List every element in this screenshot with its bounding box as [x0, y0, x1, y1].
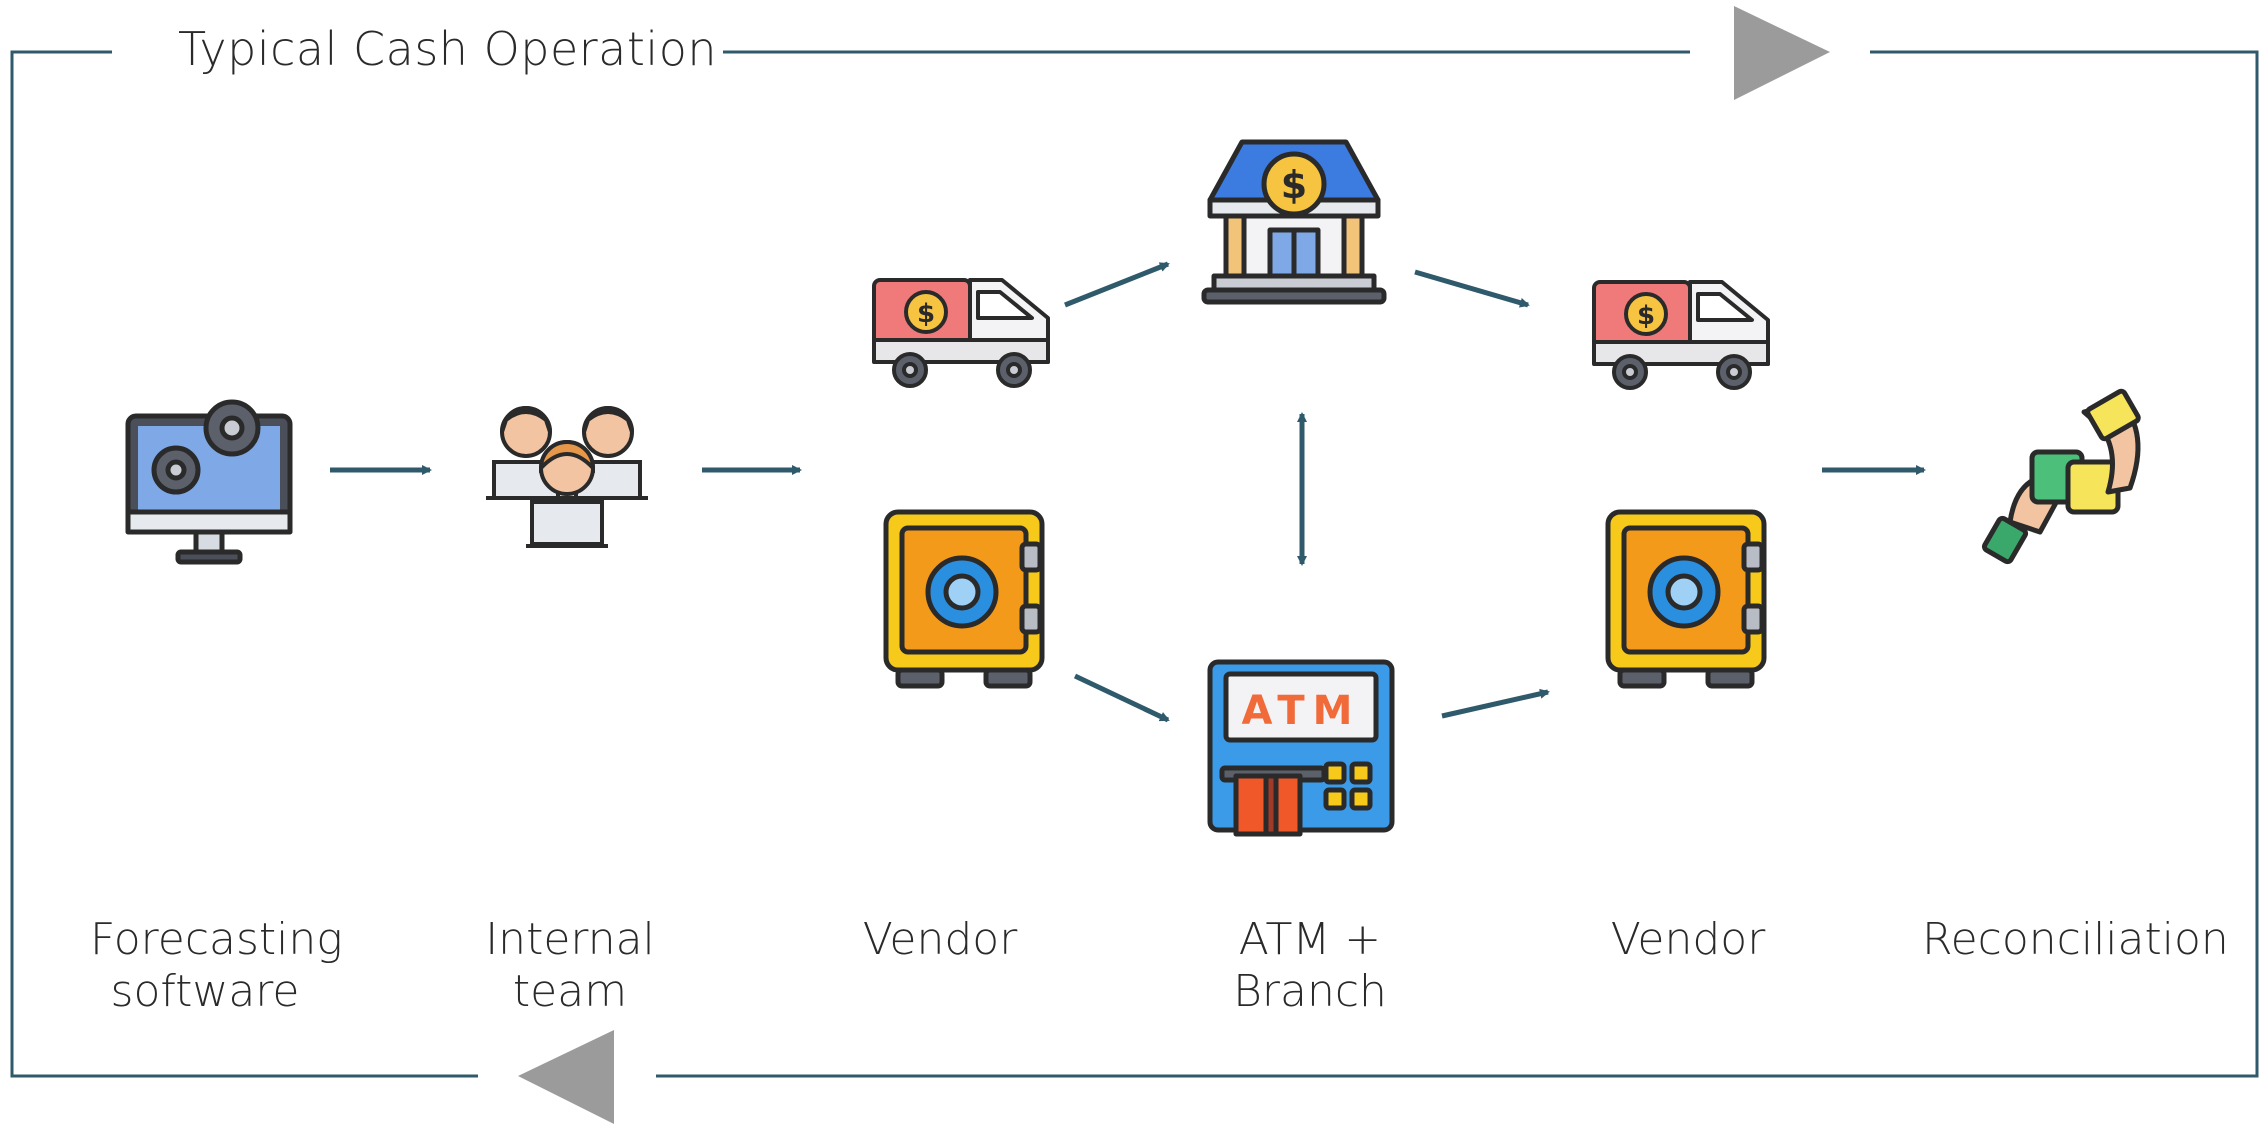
label-vendor-out: Vendor [862, 914, 1018, 965]
handshake-puzzle-icon [1981, 388, 2141, 565]
label-reconciliation: Reconciliation [1922, 914, 2229, 965]
frame [10, 50, 2259, 1078]
page-title: Typical Cash Operation [172, 22, 723, 76]
arrow-bank-to-truck [1414, 269, 1530, 308]
arrow-atm-to-safe [1441, 688, 1550, 719]
flow-left-triangle-icon [518, 1030, 614, 1124]
safe-icon [1605, 509, 1767, 689]
team-icon [486, 406, 648, 548]
armored-truck-icon: $ [1592, 280, 1770, 390]
svg-text:$: $ [1637, 301, 1655, 331]
label-internal-team: Internal team [485, 914, 655, 1017]
svg-text:$: $ [917, 299, 935, 329]
arrow-safe-to-atm [1073, 673, 1170, 723]
label-forecasting-software: Forecasting software [90, 914, 343, 1017]
arrow-truck-to-bank [1064, 261, 1170, 308]
armored-truck-icon: $ [872, 278, 1050, 388]
svg-text:ATM: ATM [1242, 688, 1361, 734]
svg-text:$: $ [1281, 163, 1307, 207]
label-atm-branch: ATM + Branch [1233, 914, 1387, 1017]
frame-top-left [10, 50, 478, 1078]
safe-icon [883, 509, 1045, 689]
computer-gear-icon [125, 399, 293, 565]
bank-icon: $ [1201, 139, 1387, 305]
flow-right-triangle-icon [1734, 6, 1830, 100]
frame-right [656, 50, 2259, 1078]
label-vendor-in: Vendor [1610, 914, 1766, 965]
atm-icon: ATM [1207, 659, 1395, 837]
